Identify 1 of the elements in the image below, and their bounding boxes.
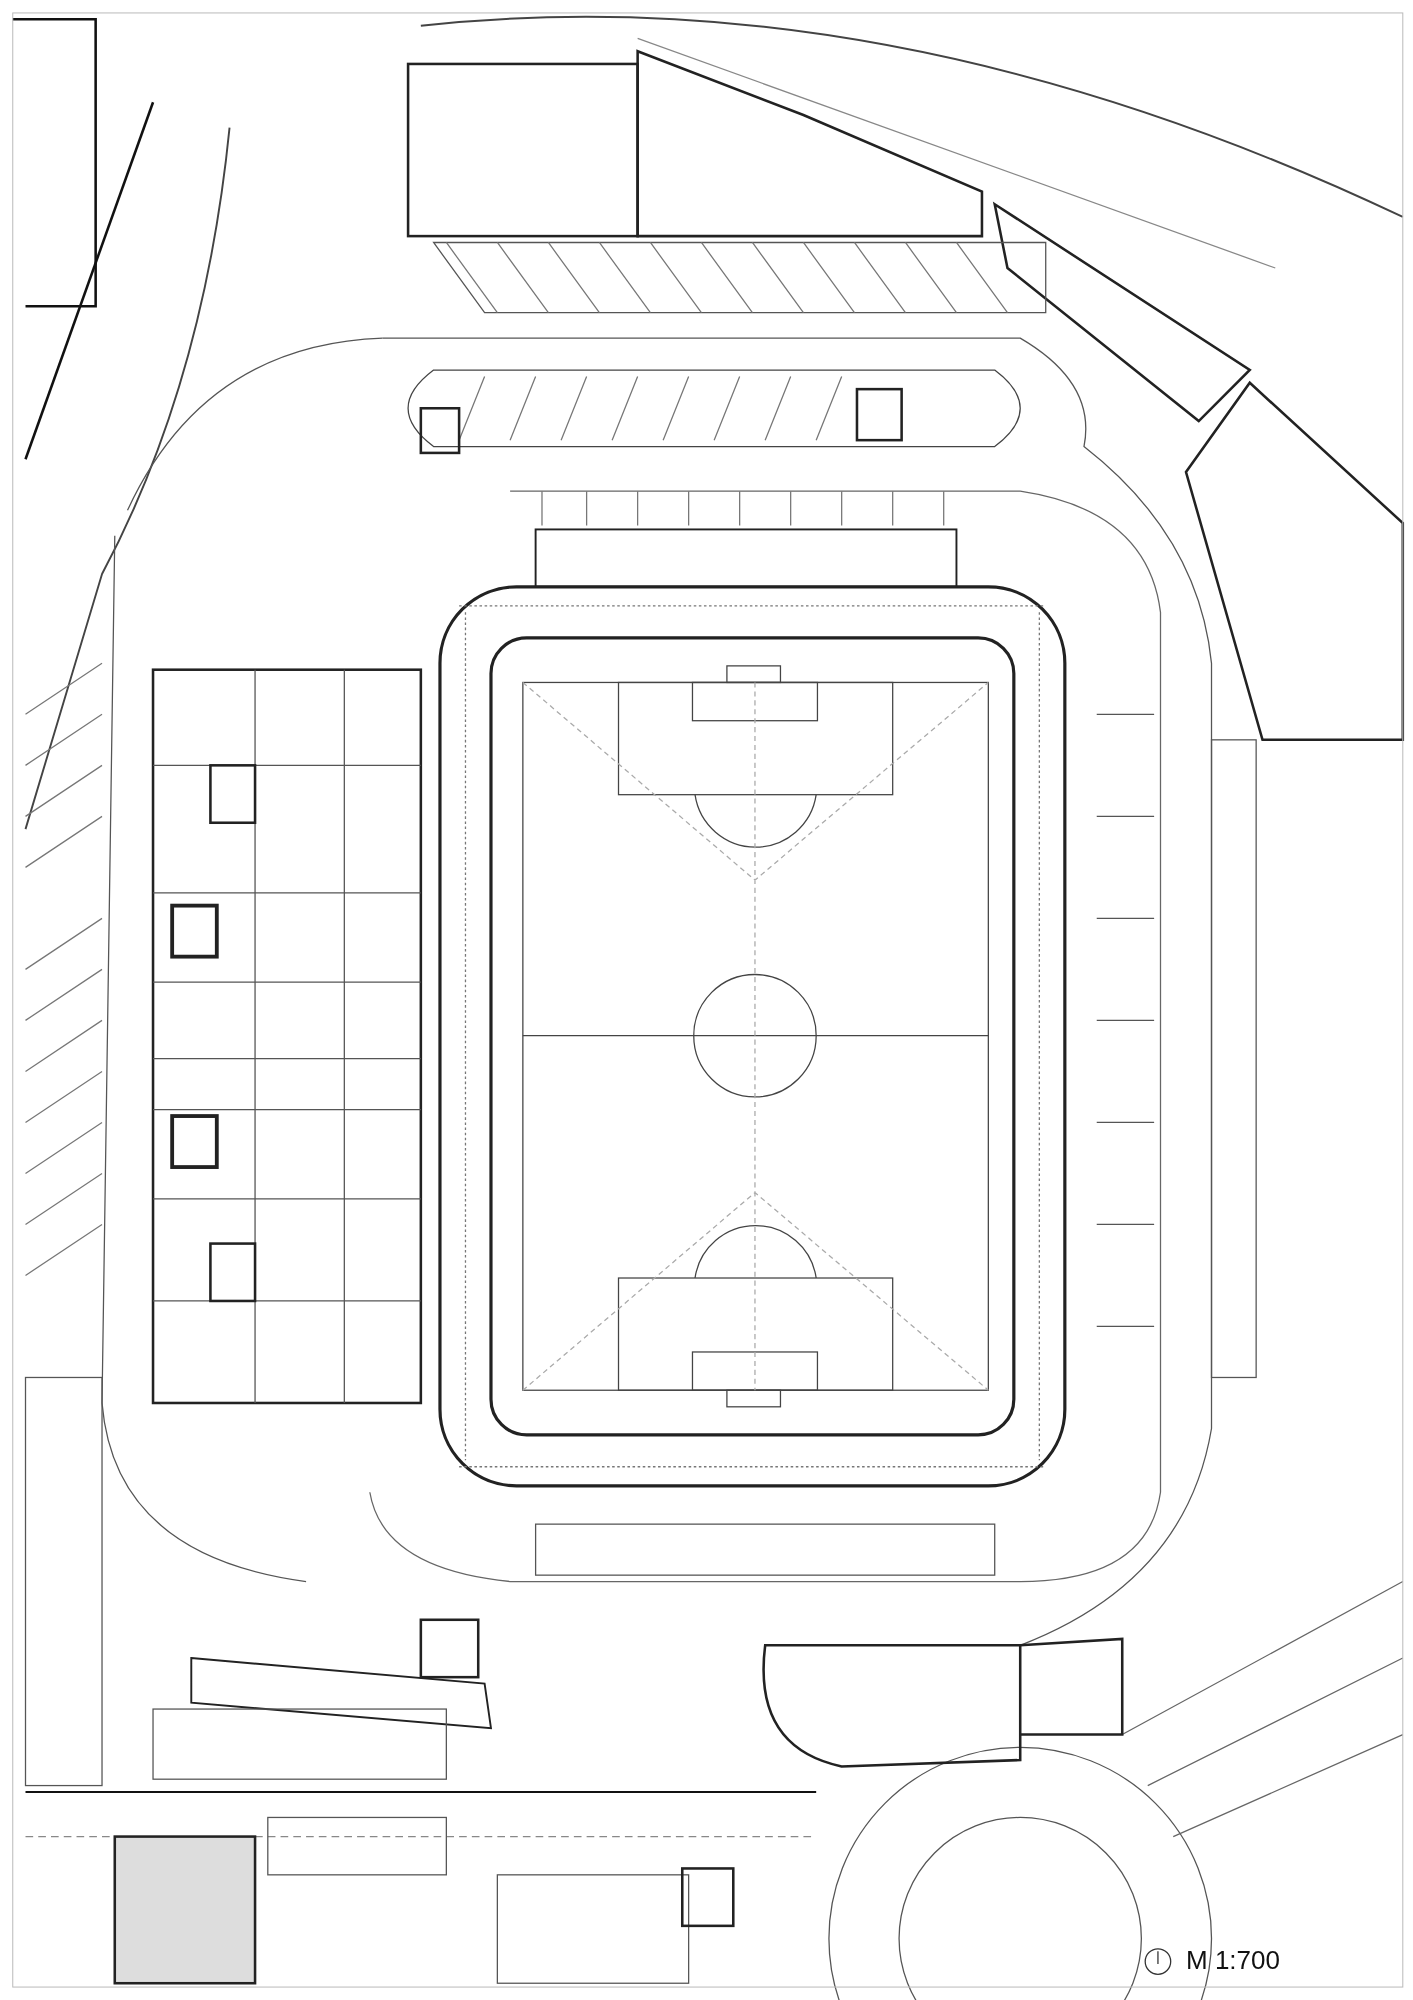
scale-label: M 1:700 [1186,1945,1280,1976]
